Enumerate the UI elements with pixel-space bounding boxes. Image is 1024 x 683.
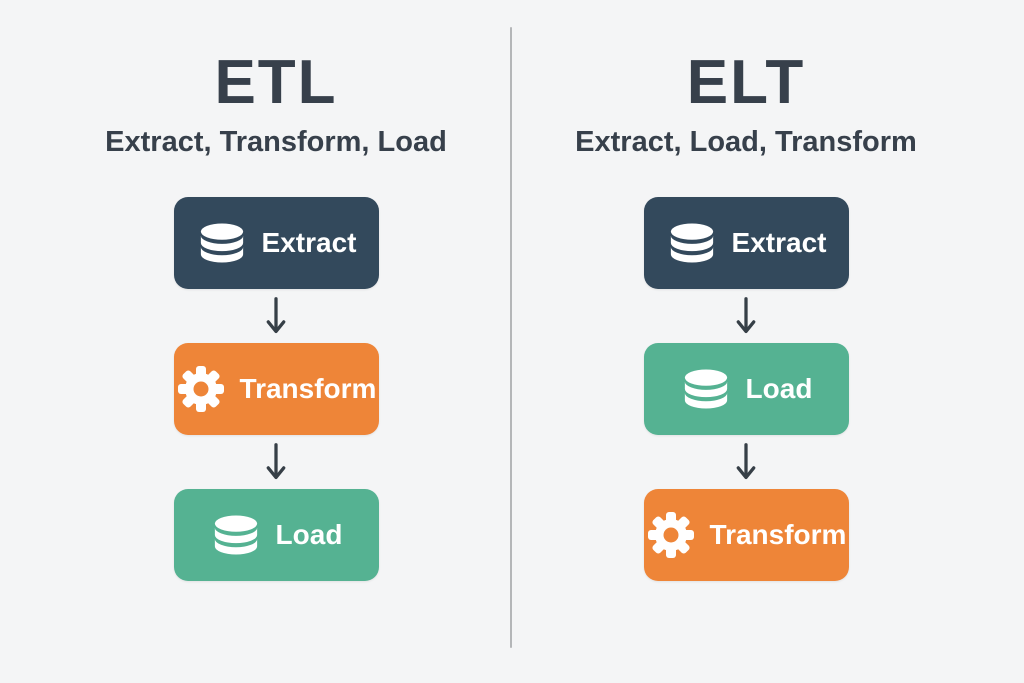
down-arrow-icon xyxy=(263,296,289,336)
gear-icon xyxy=(646,510,696,560)
down-arrow-icon xyxy=(263,442,289,482)
database-icon xyxy=(666,220,718,266)
column-divider xyxy=(510,27,512,648)
gear-icon xyxy=(176,364,226,414)
step-label: Extract xyxy=(261,227,357,258)
etl-extract-box: Extract xyxy=(173,197,379,289)
step-label: Transform xyxy=(709,519,847,550)
etl-column: ETL Extract, Transform, Load Extract Tra… xyxy=(105,48,447,581)
down-arrow-icon xyxy=(733,442,759,482)
step-label: Load xyxy=(275,519,343,550)
elt-load-box: Load xyxy=(643,343,849,435)
etl-subtitle: Extract, Transform, Load xyxy=(105,126,447,158)
elt-title: ELT xyxy=(686,48,806,117)
step-label: Load xyxy=(745,373,813,404)
elt-column: ELT Extract, Load, Transform Extract Loa… xyxy=(512,0,1024,683)
database-icon xyxy=(210,512,262,558)
down-arrow-icon xyxy=(733,296,759,336)
elt-subtitle: Extract, Load, Transform xyxy=(575,126,917,158)
elt-transform-box: Transform xyxy=(643,489,849,581)
step-label: Transform xyxy=(239,373,377,404)
database-icon xyxy=(196,220,248,266)
etl-title: ETL xyxy=(214,48,338,117)
etl-transform-box: Transform xyxy=(173,343,379,435)
elt-flow: Extract Load Transform xyxy=(643,197,849,581)
etl-flow: Extract Transform Load xyxy=(173,197,379,581)
etl-load-box: Load xyxy=(173,489,379,581)
elt-extract-box: Extract xyxy=(643,197,849,289)
step-label: Extract xyxy=(731,227,827,258)
database-icon xyxy=(680,366,732,412)
